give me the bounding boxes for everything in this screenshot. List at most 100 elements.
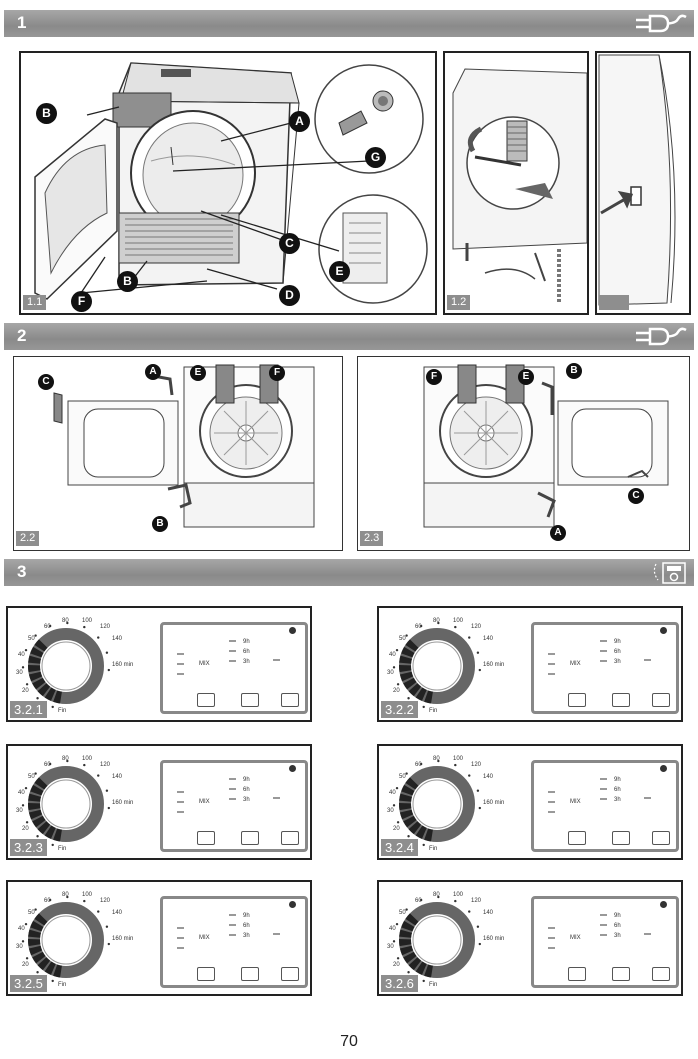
- status-led: [660, 627, 667, 634]
- delay-time-label: 9h: [614, 639, 621, 645]
- delay-time-label: 3h: [243, 933, 250, 939]
- dial-fin-label: Fin: [58, 846, 67, 852]
- indicator-light: [548, 947, 555, 949]
- dryer-display-icon: [653, 562, 686, 584]
- dial-fin-label: Fin: [58, 982, 67, 988]
- delay-time-label: 6h: [243, 923, 250, 929]
- indicator-light: [229, 778, 236, 780]
- dial-label: 80: [433, 756, 440, 762]
- dial-label: 100: [453, 618, 464, 624]
- callout-b: B: [566, 363, 582, 379]
- dial-minutes-label: 160 min: [483, 662, 505, 668]
- dial-label: 40: [389, 790, 396, 796]
- control-panel-figure: 10203040506080100120140160 minFin9h6h3hM…: [377, 744, 683, 860]
- panel-button[interactable]: [568, 967, 586, 981]
- panel-button[interactable]: [652, 693, 670, 707]
- dial-label: 50: [28, 910, 35, 916]
- mix-label: MIX: [199, 799, 210, 805]
- section-band-3: 3: [4, 559, 694, 586]
- callout-e: E: [329, 261, 350, 282]
- dial-label: 60: [415, 762, 422, 768]
- callout-a: A: [145, 364, 161, 380]
- indicator-light: [229, 914, 236, 916]
- panel-button[interactable]: [197, 831, 215, 845]
- dial-label: 120: [471, 762, 482, 768]
- figure-dryer-overview: B A G C E B D F 1.1: [19, 51, 437, 315]
- status-led: [289, 627, 296, 634]
- indicator-light: [229, 660, 236, 662]
- delay-time-label: 9h: [243, 913, 250, 919]
- control-panel-figure: 10203040506080100120140160 minFin9h6h3hM…: [6, 744, 312, 860]
- timer-dial-icon: [21, 621, 111, 709]
- figure-tag: 3.2.5: [10, 975, 47, 992]
- indicator-light: [177, 937, 184, 939]
- panel-button[interactable]: [197, 967, 215, 981]
- indicator-light: [548, 791, 555, 793]
- delay-time-label: 3h: [243, 659, 250, 665]
- callout-c: C: [38, 374, 54, 390]
- panel-button[interactable]: [281, 967, 299, 981]
- dial-label: 30: [16, 808, 23, 814]
- dial-label: 50: [28, 774, 35, 780]
- panel-button[interactable]: [241, 967, 259, 981]
- delay-time-label: 9h: [614, 777, 621, 783]
- figure-door-reversal-2-2: C A E F B 2.2: [13, 356, 343, 551]
- dial-label: 120: [100, 762, 111, 768]
- indicator-light: [273, 933, 280, 935]
- indicator-light: [229, 788, 236, 790]
- dial-label: 140: [483, 636, 494, 642]
- timer-dial-icon: [21, 759, 111, 847]
- indicator-light: [600, 650, 607, 652]
- delay-time-label: 9h: [243, 777, 250, 783]
- callout-c: C: [628, 488, 644, 504]
- dial-label: 80: [433, 618, 440, 624]
- callout-g: G: [365, 147, 386, 168]
- dial-label: 60: [415, 624, 422, 630]
- indicator-light: [600, 788, 607, 790]
- callout-a: A: [550, 525, 566, 541]
- control-panel-figure: 10203040506080100120140160 minFin9h6h3hM…: [6, 880, 312, 996]
- delay-time-label: 6h: [614, 923, 621, 929]
- panel-button[interactable]: [197, 693, 215, 707]
- dial-label: 30: [16, 670, 23, 676]
- panel-button[interactable]: [241, 693, 259, 707]
- section-band-2: 2: [4, 323, 694, 350]
- status-led: [660, 901, 667, 908]
- dial-fin-label: Fin: [58, 708, 67, 714]
- dial-minutes-label: 160 min: [112, 800, 134, 806]
- status-led: [289, 765, 296, 772]
- indicator-light: [177, 811, 184, 813]
- indicator-light: [177, 663, 184, 665]
- panel-button[interactable]: [568, 693, 586, 707]
- indicator-light: [548, 801, 555, 803]
- indicator-light: [229, 924, 236, 926]
- dryer-illustration: [34, 62, 428, 304]
- mix-label: MIX: [570, 799, 581, 805]
- indicator-light: [229, 934, 236, 936]
- panel-button[interactable]: [652, 967, 670, 981]
- panel-button[interactable]: [612, 967, 630, 981]
- panel-button[interactable]: [281, 831, 299, 845]
- dial-minutes-label: 160 min: [112, 662, 134, 668]
- dial-label: 100: [453, 756, 464, 762]
- dial-fin-label: Fin: [429, 708, 438, 714]
- dial-label: 120: [100, 624, 111, 630]
- panel-button[interactable]: [612, 831, 630, 845]
- callout-b: B: [36, 103, 57, 124]
- panel-button[interactable]: [612, 693, 630, 707]
- figure-tag: 2.2: [16, 531, 40, 546]
- dial-label: 50: [399, 774, 406, 780]
- callout-f: F: [426, 369, 442, 385]
- timer-dial-icon: [392, 895, 482, 983]
- delay-time-label: 3h: [243, 797, 250, 803]
- dial-minutes-label: 160 min: [483, 936, 505, 942]
- panel-button[interactable]: [652, 831, 670, 845]
- dial-label: 40: [389, 926, 396, 932]
- panel-button[interactable]: [568, 831, 586, 845]
- dial-label: 40: [18, 652, 25, 658]
- panel-button[interactable]: [241, 831, 259, 845]
- panel-button[interactable]: [281, 693, 299, 707]
- control-panel-figure: 10203040506080100120140160 minFin9h6h3hM…: [377, 880, 683, 996]
- dial-label: 30: [387, 670, 394, 676]
